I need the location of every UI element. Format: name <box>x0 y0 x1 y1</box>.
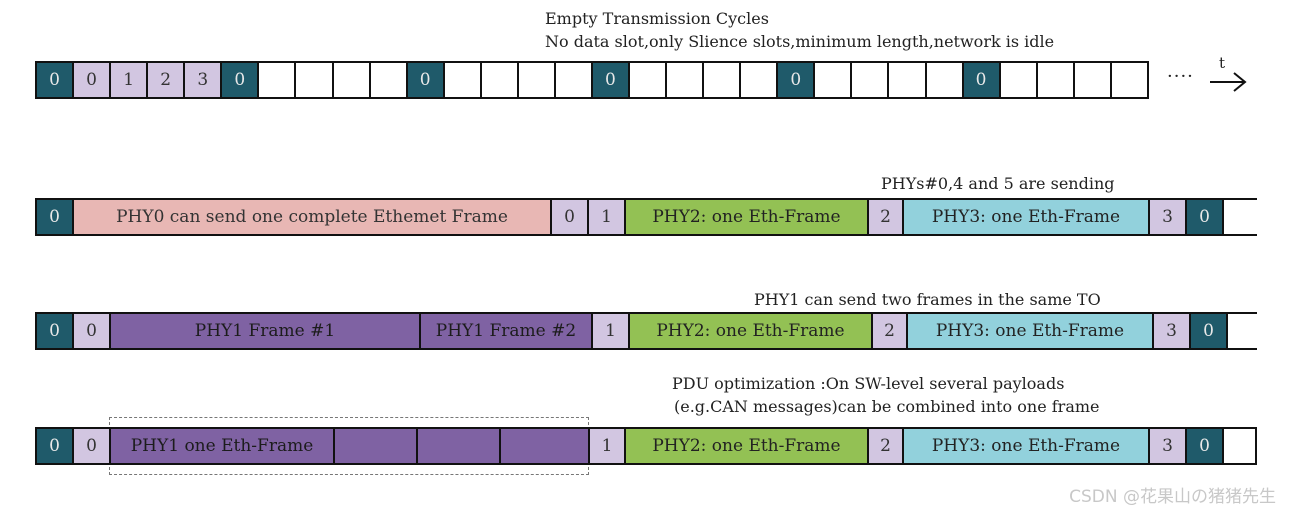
slot-2: 2 <box>873 314 908 348</box>
phy1-eth-frame: PHY1 one Eth-Frame <box>111 429 335 463</box>
slot-1: 1 <box>590 429 626 463</box>
slot-0: 0 <box>37 200 74 234</box>
slot-0: 0 <box>74 314 111 348</box>
phy1-payload-segment <box>501 429 590 463</box>
phy2-frame: PHY2: one Eth-Frame <box>626 429 869 463</box>
time-axis-label: t <box>1219 54 1226 72</box>
phy0-ethernet-frame: PHY0 can send one complete Ethemet Frame <box>74 200 552 234</box>
slot-0: 0 <box>1187 200 1224 234</box>
slot-0: 0 <box>74 63 112 97</box>
phy1-payload-segment <box>418 429 501 463</box>
empty-slot <box>1111 63 1147 97</box>
empty-slot <box>296 63 334 97</box>
slot-0: 0 <box>222 63 260 97</box>
phy3-frame: PHY3: one Eth-Frame <box>908 314 1154 348</box>
empty-slot <box>704 63 742 97</box>
empty-slot <box>667 63 705 97</box>
empty-slot <box>926 63 964 97</box>
phy1-frame-2: PHY1 Frame #2 <box>421 314 593 348</box>
slot-1: 1 <box>111 63 149 97</box>
watermark: CSDN @花果山の猪猪先生 <box>1069 487 1276 507</box>
phy1-payload-segment <box>335 429 418 463</box>
empty-slot <box>889 63 927 97</box>
phy0-sending-row: 0 PHY0 can send one complete Ethemet Fra… <box>35 198 1259 236</box>
slot-0: 0 <box>1187 429 1224 463</box>
row1-caption-description: No data slot,only Slience slots,minimum … <box>545 32 1055 51</box>
slot-1: 1 <box>589 200 626 234</box>
empty-slot <box>259 63 297 97</box>
slot-2: 2 <box>148 63 186 97</box>
empty-slot <box>1037 63 1075 97</box>
empty-slot <box>444 63 482 97</box>
empty-slot <box>555 63 593 97</box>
slot-0: 0 <box>37 429 74 463</box>
slot-2: 2 <box>869 200 904 234</box>
row4-caption-description: (e.g.CAN messages)can be combined into o… <box>674 397 1100 416</box>
phy1-two-frames-row: 0 0 PHY1 Frame #1 PHY1 Frame #2 1 PHY2: … <box>35 312 1259 350</box>
empty-slot <box>852 63 890 97</box>
slot-0: 0 <box>592 63 630 97</box>
phy3-frame: PHY3: one Eth-Frame <box>904 429 1150 463</box>
slot-3: 3 <box>185 63 223 97</box>
empty-slot <box>1000 63 1038 97</box>
empty-slot <box>333 63 371 97</box>
slot-3: 3 <box>1150 200 1187 234</box>
empty-slot <box>370 63 408 97</box>
slot-0: 0 <box>963 63 1001 97</box>
empty-slot <box>518 63 556 97</box>
slot-0: 0 <box>37 314 74 348</box>
empty-slot <box>815 63 853 97</box>
slot-2: 2 <box>869 429 904 463</box>
slot-0: 0 <box>407 63 445 97</box>
row2-caption: PHYs#0,4 and 5 are sending <box>881 174 1115 193</box>
empty-slot <box>630 63 668 97</box>
slot-0: 0 <box>552 200 589 234</box>
continuation-ellipsis: ···· <box>1167 66 1194 87</box>
empty-slot <box>481 63 519 97</box>
empty-slot <box>741 63 779 97</box>
empty-slot <box>1224 200 1259 234</box>
slot-3: 3 <box>1150 429 1187 463</box>
phy1-frame-1: PHY1 Frame #1 <box>111 314 421 348</box>
slot-0: 0 <box>778 63 816 97</box>
row3-caption: PHY1 can send two frames in the same TO <box>754 290 1101 309</box>
phy2-frame: PHY2: one Eth-Frame <box>626 200 869 234</box>
time-arrow-icon <box>1210 72 1247 92</box>
empty-slot <box>1224 429 1255 463</box>
empty-slot <box>1074 63 1112 97</box>
empty-slot <box>1228 314 1259 348</box>
slot-3: 3 <box>1154 314 1191 348</box>
phy3-frame: PHY3: one Eth-Frame <box>904 200 1150 234</box>
row1-caption-title: Empty Transmission Cycles <box>545 9 769 28</box>
slot-0: 0 <box>1191 314 1228 348</box>
slot-0: 0 <box>37 63 75 97</box>
pdu-optimization-row: 0 0 PHY1 one Eth-Frame 1 PHY2: one Eth-F… <box>35 427 1257 465</box>
row4-caption-title: PDU optimization :On SW-level several pa… <box>672 374 1065 393</box>
phy2-frame: PHY2: one Eth-Frame <box>630 314 873 348</box>
slot-1: 1 <box>593 314 630 348</box>
slot-0: 0 <box>74 429 111 463</box>
